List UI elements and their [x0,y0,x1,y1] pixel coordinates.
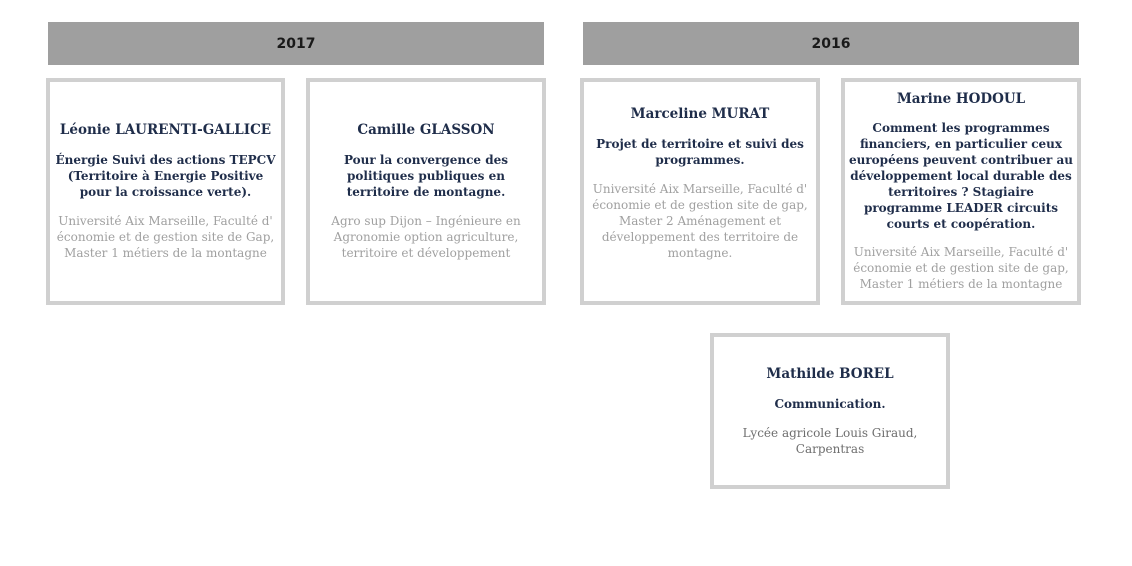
year-header-2016: 2016 [583,22,1079,65]
intern-role: Comment les programmes financiers, en pa… [849,121,1074,231]
year-label: 2016 [811,35,851,52]
intern-card-hodoul: Marine HODOUL Comment les programmes fin… [841,78,1081,305]
intern-school: Agro sup Dijon – Ingénieure en Agronomie… [331,214,521,260]
intern-card-laurenti-gallice: Léonie LAURENTI-GALLICE Énergie Suivi de… [46,78,285,305]
intern-name: Camille GLASSON [357,122,495,138]
intern-role: Projet de territoire et suivi des progra… [596,137,804,167]
intern-card-glasson: Camille GLASSON Pour la convergence des … [306,78,546,305]
intern-name: Marine HODOUL [896,91,1026,107]
intern-school: Université Aix Marseille, Faculté d' éco… [56,214,275,260]
intern-card-murat: Marceline MURAT Projet de territoire et … [580,78,820,305]
intern-school: Université Aix Marseille, Faculté d' éco… [853,245,1069,291]
intern-school: Lycée agricole Louis Giraud, Carpentras [742,425,918,456]
intern-name: Marceline MURAT [630,106,770,122]
intern-name: Léonie LAURENTI-GALLICE [59,122,272,138]
intern-name: Mathilde BOREL [766,365,894,382]
intern-role: Énergie Suivi des actions TEPCV (Territo… [55,153,276,199]
intern-role: Communication. [774,396,886,411]
intern-role: Pour la convergence des politiques publi… [343,153,509,199]
year-header-2017: 2017 [48,22,544,65]
intern-card-borel: Mathilde BOREL Communication. Lycée agri… [710,333,950,489]
intern-school: Université Aix Marseille, Faculté d' éco… [592,182,808,260]
year-label: 2017 [276,35,316,52]
